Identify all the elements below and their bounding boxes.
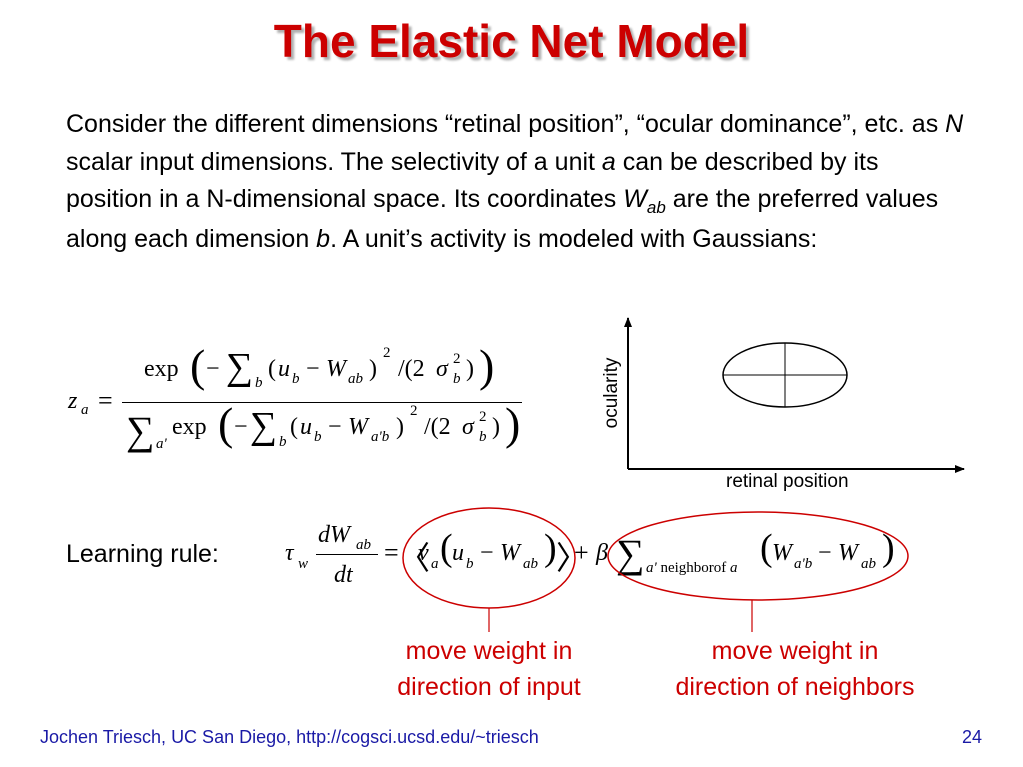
lr-fraction-bar	[316, 554, 378, 555]
para-text-5: . A unit’s activity is modeled with Gaus…	[330, 224, 818, 253]
eq1-den-paren-close2: )	[492, 414, 500, 440]
input-annotation-line-2: direction of input	[397, 673, 581, 701]
lr-v: v	[418, 540, 429, 566]
eq1-den-paren-open: (	[290, 414, 298, 440]
lr-dt: dt	[334, 562, 353, 588]
neighbor-term-circle	[607, 511, 909, 601]
para-a: a	[601, 147, 616, 176]
eq1-den-sum-sub: b	[279, 434, 287, 450]
lr-W2-sub: a'b	[794, 556, 813, 572]
lr-minus2: −	[818, 540, 832, 566]
lr-paren2-open: (	[760, 527, 773, 569]
eq1-num-bigparen-close: )	[479, 340, 495, 391]
eq1-den-sum-outer: ∑	[126, 408, 155, 453]
lr-sum-sub-aprime: a'	[646, 560, 657, 576]
eq1-num-paren-close: )	[369, 356, 377, 382]
lr-dW: dW	[318, 522, 350, 548]
eq1-den-sq: 2	[410, 403, 418, 419]
eq1-num-sigma: σ	[436, 356, 448, 382]
intro-paragraph: Consider the different dimensions “retin…	[66, 106, 966, 258]
para-N: N	[945, 110, 964, 138]
feature-space-diagram	[624, 317, 965, 473]
lr-sum-sub: a' neighborof a	[646, 560, 738, 577]
lr-paren-close: )	[544, 527, 557, 569]
lr-paren-open: (	[440, 527, 453, 569]
eq1-den-u: u	[300, 414, 312, 440]
lr-paren2-close: )	[882, 527, 895, 569]
eq1-den-bigparen-open: (	[218, 398, 234, 449]
eq1-num-minus: −	[206, 356, 220, 382]
eq1-den-sigma-sub: b	[479, 429, 487, 445]
footer-credit: Jochen Triesch, UC San Diego, http://cog…	[40, 727, 539, 747]
eq1-num-sq: 2	[383, 345, 391, 361]
eq1-den-u-sub: b	[314, 429, 322, 445]
eq1-num-u: u	[278, 356, 290, 382]
eq1-num-paren-close2: )	[466, 356, 474, 382]
para-W-sub: ab	[646, 198, 666, 217]
neighbors-annotation-line-2: direction of neighbors	[675, 673, 915, 701]
input-annotation: move weight in direction of input	[354, 633, 624, 705]
lr-W3: W	[838, 540, 858, 566]
eq1-den-div: /(2	[424, 414, 451, 440]
eq1-z: z	[68, 388, 78, 414]
input-term-circle	[402, 507, 576, 609]
para-text-2: scalar input dimensions. The selectivity…	[66, 147, 602, 176]
eq1-num-sigma-sub: b	[453, 371, 461, 387]
lr-u-sub: b	[466, 556, 474, 572]
page-number: 24	[962, 727, 983, 747]
eq1-den-minus2: −	[328, 414, 342, 440]
neighbors-annotation-line-1: move weight in	[711, 637, 879, 665]
lr-W3-sub: ab	[861, 556, 876, 572]
lr-tau-sub: w	[298, 556, 309, 572]
eq1-den-sigma: σ	[462, 414, 474, 440]
eq1-den-minus: −	[234, 414, 248, 440]
eq1-den-W-sub: a'b	[371, 429, 390, 445]
x-axis-label: retinal position	[726, 471, 849, 492]
lr-W2: W	[772, 540, 792, 566]
lr-u: u	[452, 540, 464, 566]
lr-beta: β	[596, 540, 608, 566]
lr-W-sub: ab	[523, 556, 538, 572]
eq1-den-paren-close: )	[396, 414, 404, 440]
lr-dW-sub: ab	[356, 537, 371, 553]
lr-plus: +	[574, 538, 589, 567]
eq1-num-sigma-sup: 2	[453, 351, 461, 367]
eq1-equals: =	[98, 386, 113, 415]
eq1-z-sub: a	[81, 402, 89, 418]
lr-sum-sub-a: a	[730, 560, 738, 576]
para-W: W	[623, 185, 647, 213]
eq1-den-bigparen-close: )	[505, 398, 521, 449]
neighbors-annotation: move weight in direction of neighbors	[640, 633, 950, 705]
lr-minus: −	[480, 540, 494, 566]
eq1-num-paren-open: (	[268, 356, 276, 382]
eq1-den-W: W	[348, 414, 368, 440]
para-b: b	[316, 224, 331, 253]
eq1-num-u-sub: b	[292, 371, 300, 387]
lr-equals: =	[384, 538, 399, 567]
para-text-1: Consider the different dimensions “retin…	[66, 110, 946, 138]
para-text-3: can be described by its position in a N-…	[66, 147, 879, 214]
learning-rule-label: Learning rule:	[66, 540, 219, 568]
eq1-den-exp: exp	[172, 414, 207, 440]
eq1-num-sum: ∑	[226, 346, 254, 388]
eq1-fraction-bar	[122, 402, 522, 403]
eq1-den-sum: ∑	[250, 405, 278, 447]
eq1-den-sum-outer-sub: a'	[156, 436, 167, 452]
lr-tau: τ	[285, 540, 294, 566]
slide-title: The Elastic Net Model	[273, 15, 750, 67]
input-annotation-line-1: move weight in	[405, 637, 573, 665]
eq1-num-exp: exp	[144, 356, 179, 382]
eq1-den-sigma-sup: 2	[479, 409, 487, 425]
eq1-num-W-sub: ab	[348, 371, 363, 387]
lr-W: W	[500, 540, 520, 566]
para-text-4: are the preferred values along each dime…	[66, 185, 939, 253]
eq1-num-minus2: −	[306, 356, 320, 382]
eq1-num-div: /(2	[398, 356, 425, 382]
lr-sum-sub-neighbor: neighborof	[656, 560, 731, 576]
eq1-num-sum-sub: b	[255, 375, 263, 391]
eq1-num-W: W	[326, 356, 346, 382]
eq1-num-bigparen-open: (	[190, 340, 206, 391]
lr-v-sub: a	[431, 556, 439, 572]
